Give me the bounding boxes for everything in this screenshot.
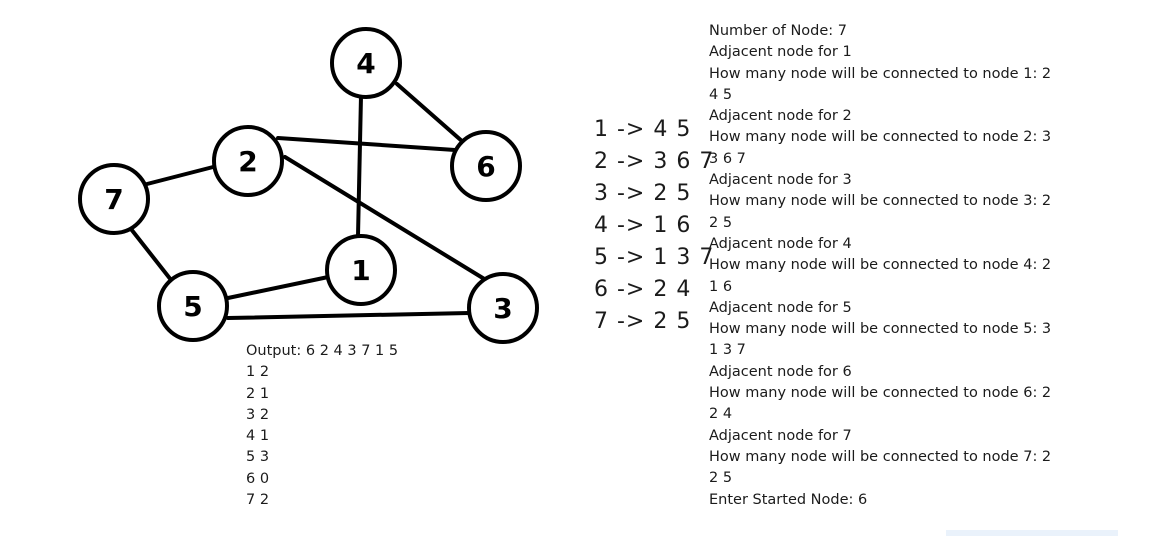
adjacency-list-item: 6 -> 2 4 xyxy=(594,277,692,302)
input-line: How many node will be connected to node … xyxy=(709,385,1052,402)
output-line: 4 1 xyxy=(246,428,270,445)
input-line: How many node will be connected to node … xyxy=(709,448,1052,465)
node-label: 6 xyxy=(476,150,495,183)
adjacency-list-item: 7 -> 2 5 xyxy=(594,309,692,334)
input-line: Adjacent node for 3 xyxy=(709,172,852,189)
node-circle xyxy=(212,125,284,197)
node-circle xyxy=(330,27,402,99)
node-label: 7 xyxy=(104,183,123,216)
graph-nodes: 1 2 3 4 5 6 7 xyxy=(78,27,539,344)
output-line: 6 0 xyxy=(246,470,270,487)
input-line: Adjacent node for 5 xyxy=(709,299,852,316)
input-line: Adjacent node for 1 xyxy=(709,44,852,61)
input-line: How many node will be connected to node … xyxy=(709,257,1052,274)
node-4: 4 xyxy=(330,27,402,99)
adjacency-list-item: 1 -> 4 5 xyxy=(594,117,692,142)
edge-2-3 xyxy=(283,155,488,282)
node-label: 5 xyxy=(183,290,202,323)
input-line: 2 5 xyxy=(709,214,733,231)
node-circle xyxy=(450,130,522,202)
node-3: 3 xyxy=(467,272,539,344)
output-line: 5 3 xyxy=(246,449,270,466)
node-label: 2 xyxy=(238,145,257,178)
input-line: Enter Started Node: 6 xyxy=(709,491,868,508)
input-line: How many node will be connected to node … xyxy=(709,129,1052,146)
input-line: 1 3 7 xyxy=(709,342,746,359)
node-label: 1 xyxy=(351,254,370,287)
adjacency-list-item: 4 -> 1 6 xyxy=(594,213,692,238)
output-line: 7 2 xyxy=(246,492,270,509)
node-6: 6 xyxy=(450,130,522,202)
edge-2-6 xyxy=(276,136,457,152)
node-label: 3 xyxy=(493,292,512,325)
input-line: Adjacent node for 7 xyxy=(709,427,852,444)
node-1: 1 xyxy=(325,234,397,306)
input-line: 3 6 7 xyxy=(709,150,746,167)
scroll-strip xyxy=(946,530,1118,536)
edge-5-3 xyxy=(226,311,471,320)
input-line: Number of Node: 7 xyxy=(709,23,848,39)
input-line: 4 5 xyxy=(709,86,733,103)
edge-4-1 xyxy=(356,94,363,238)
input-line: Adjacent node for 2 xyxy=(709,108,852,125)
output-line: Output: 6 2 4 3 7 1 5 xyxy=(246,343,399,359)
output-console: Output: 6 2 4 3 7 1 5 1 2 2 1 3 2 4 1 5 3 6 0 7… xyxy=(246,341,398,511)
output-line: 2 1 xyxy=(246,385,270,402)
input-line: 2 5 xyxy=(709,470,733,487)
node-2: 2 xyxy=(212,125,284,197)
input-line: 1 6 xyxy=(709,278,733,295)
input-line: How many node will be connected to node … xyxy=(709,321,1052,338)
node-circle xyxy=(157,270,229,342)
input-console: Number of Node: 7 Adjacent node for 1 How … xyxy=(709,21,1051,511)
output-line: 1 2 xyxy=(246,364,270,381)
adjacency-list-item: 2 -> 3 6 7 xyxy=(594,149,715,174)
edge-5-1 xyxy=(226,274,335,300)
edge-4-6 xyxy=(395,82,465,144)
node-7: 7 xyxy=(78,163,150,235)
adjacency-list-item: 3 -> 2 5 xyxy=(594,181,692,206)
edge-2-7 xyxy=(145,164,219,186)
node-label: 4 xyxy=(356,47,375,80)
node-5: 5 xyxy=(157,270,229,342)
adjacency-list-item: 5 -> 1 3 7 xyxy=(594,245,715,270)
input-line: Adjacent node for 6 xyxy=(709,363,852,380)
edge-7-5 xyxy=(129,227,177,287)
node-circle xyxy=(78,163,150,235)
output-line: 3 2 xyxy=(246,406,270,423)
adjacency-list: 1 -> 4 5 2 -> 3 6 7 3 -> 2 5 4 -> 1 6 5 -> 1… xyxy=(594,114,714,338)
input-line: How many node will be connected to node … xyxy=(709,65,1052,82)
node-circle xyxy=(325,234,397,306)
node-circle xyxy=(467,272,539,344)
input-line: How many node will be connected to node … xyxy=(709,193,1052,210)
input-line: Adjacent node for 4 xyxy=(709,235,852,252)
input-line: 2 4 xyxy=(709,406,733,423)
graph-edges xyxy=(129,82,488,320)
graph-diagram: 1 2 3 4 5 6 7 xyxy=(78,27,539,344)
